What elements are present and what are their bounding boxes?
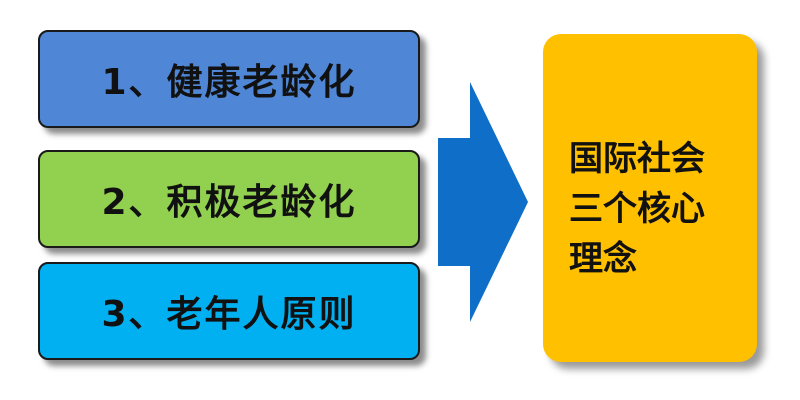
concept-label: 3、老年人原则 [101,294,357,335]
concept-label: 1、健康老龄化 [101,62,357,103]
core-concepts-line: 三个核心 [569,189,705,229]
core-concepts-box: 国际社会 三个核心 理念 [543,34,757,362]
concept-box-active-aging: 2、积极老龄化 [38,150,420,248]
concept-label: 2、积极老龄化 [101,182,357,223]
concept-box-elderly-principles: 3、老年人原则 [38,262,420,360]
core-concepts-line: 理念 [569,239,637,279]
right-arrow-icon [438,82,528,322]
concept-box-healthy-aging: 1、健康老龄化 [38,30,420,128]
core-concepts-line: 国际社会 [569,139,705,179]
